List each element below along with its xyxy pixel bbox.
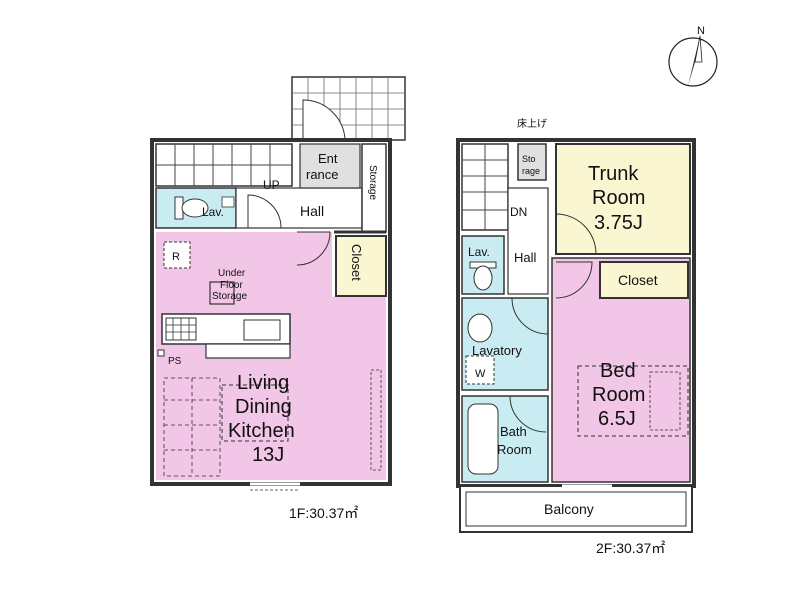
trunk-label-3: 3.75J xyxy=(594,212,643,234)
ldk-area-right xyxy=(332,297,386,480)
storage-1f-label: Storage xyxy=(367,165,378,200)
hall-2f-label: Hall xyxy=(514,250,537,265)
lav-1f-label: Lav. xyxy=(202,205,224,219)
raised-floor-label: 床上げ xyxy=(517,117,547,130)
lav-2f-label: Lav. xyxy=(468,245,490,259)
floor-1-labels: Ent rance Hall UP Lav. Storage Closet R … xyxy=(168,151,378,521)
dining-table xyxy=(221,384,289,442)
bed-label-3: 6.5J xyxy=(598,408,636,430)
compass-needle xyxy=(688,36,700,86)
balcony-label: Balcony xyxy=(544,501,594,517)
floor-2-area-label: 2F:30.37㎡ xyxy=(596,540,665,556)
kitchen-sink-icon xyxy=(243,319,281,341)
ldk-label-2: Dining xyxy=(235,396,292,418)
under-floor-label-1: Under xyxy=(218,268,246,279)
ldk-label-3: Kitchen xyxy=(228,420,295,442)
bath-label-1: Bath xyxy=(500,424,527,439)
entrance-label-1: Ent xyxy=(318,151,338,166)
refrigerator-icon xyxy=(163,241,191,269)
washer-space xyxy=(465,355,495,385)
stove-grid-icon xyxy=(166,318,196,340)
lavatory-sink-icon xyxy=(467,313,493,343)
under-floor-label-2: Floor xyxy=(220,280,243,291)
floor-2-labels: 床上げ Sto rage Trunk Room 3.75J DN Hall La… xyxy=(468,117,665,556)
trunk-label-2: Room xyxy=(592,187,645,209)
lavatory-door[interactable] xyxy=(511,297,549,335)
compass-needle-outline xyxy=(694,35,703,63)
entrance-label-2: rance xyxy=(306,167,339,182)
toilet-2f-bowl-icon xyxy=(473,265,493,291)
bed-pillow xyxy=(649,371,681,431)
closet-2f-label: Closet xyxy=(618,272,658,288)
dn-label: DN xyxy=(510,205,527,219)
ldk-label-1: Living xyxy=(237,372,289,394)
under-floor-label-3: Storage xyxy=(212,291,247,302)
bath-door[interactable] xyxy=(509,395,547,433)
storage-2f-label-1: Sto xyxy=(522,154,536,164)
ldk-label-4: 13J xyxy=(252,444,284,466)
window-blind xyxy=(370,369,382,471)
lav-door[interactable] xyxy=(247,194,282,229)
bed-label-2: Room xyxy=(592,384,645,406)
lavatory-label: Lavatory xyxy=(472,343,522,358)
entrance-area xyxy=(299,143,361,189)
compass-north-label: N xyxy=(697,25,705,37)
entrance-door[interactable] xyxy=(302,99,346,141)
hall-1f-label: Hall xyxy=(300,203,324,219)
washer-label: W xyxy=(475,368,486,380)
lav-sink-icon xyxy=(221,196,235,208)
toilet-bowl-icon xyxy=(181,198,209,218)
ps-box xyxy=(157,349,165,357)
hall-1f xyxy=(235,187,363,229)
storage-1f xyxy=(361,143,387,233)
trunk-label-1: Trunk xyxy=(588,163,639,185)
stairs-1f-treads xyxy=(156,144,292,186)
bed-room-door[interactable] xyxy=(555,261,593,299)
compass: N xyxy=(668,25,718,87)
closet-1f-label: Closet xyxy=(349,244,364,281)
bed-outline xyxy=(577,365,689,437)
sofa xyxy=(164,378,220,476)
floor-1-area-label: 1F:30.37㎡ xyxy=(289,505,358,521)
closet-1f xyxy=(335,235,387,297)
bath-label-2: Room xyxy=(497,442,532,457)
bed-label-1: Bed xyxy=(600,360,636,382)
ps-label: PS xyxy=(168,356,182,367)
ldk-door[interactable] xyxy=(296,231,331,266)
balcony-rail xyxy=(465,491,687,527)
storage-2f-label-2: rage xyxy=(522,166,540,176)
refrigerator-label: R xyxy=(172,251,180,263)
floor-1-plan xyxy=(150,76,406,491)
up-label: UP xyxy=(263,178,280,192)
storage-2f xyxy=(517,143,547,181)
hall-2f xyxy=(507,187,549,295)
under-floor-storage-hatch xyxy=(209,281,235,305)
trunk-room-door[interactable] xyxy=(555,213,597,255)
kitchen-bar xyxy=(205,343,291,359)
compass-ring xyxy=(668,37,718,87)
closet-2f xyxy=(599,261,689,299)
bathtub-icon xyxy=(467,403,499,475)
trunk-room xyxy=(555,143,691,255)
floor-2-plan xyxy=(456,138,696,533)
stairs-2f-treads xyxy=(462,144,508,230)
